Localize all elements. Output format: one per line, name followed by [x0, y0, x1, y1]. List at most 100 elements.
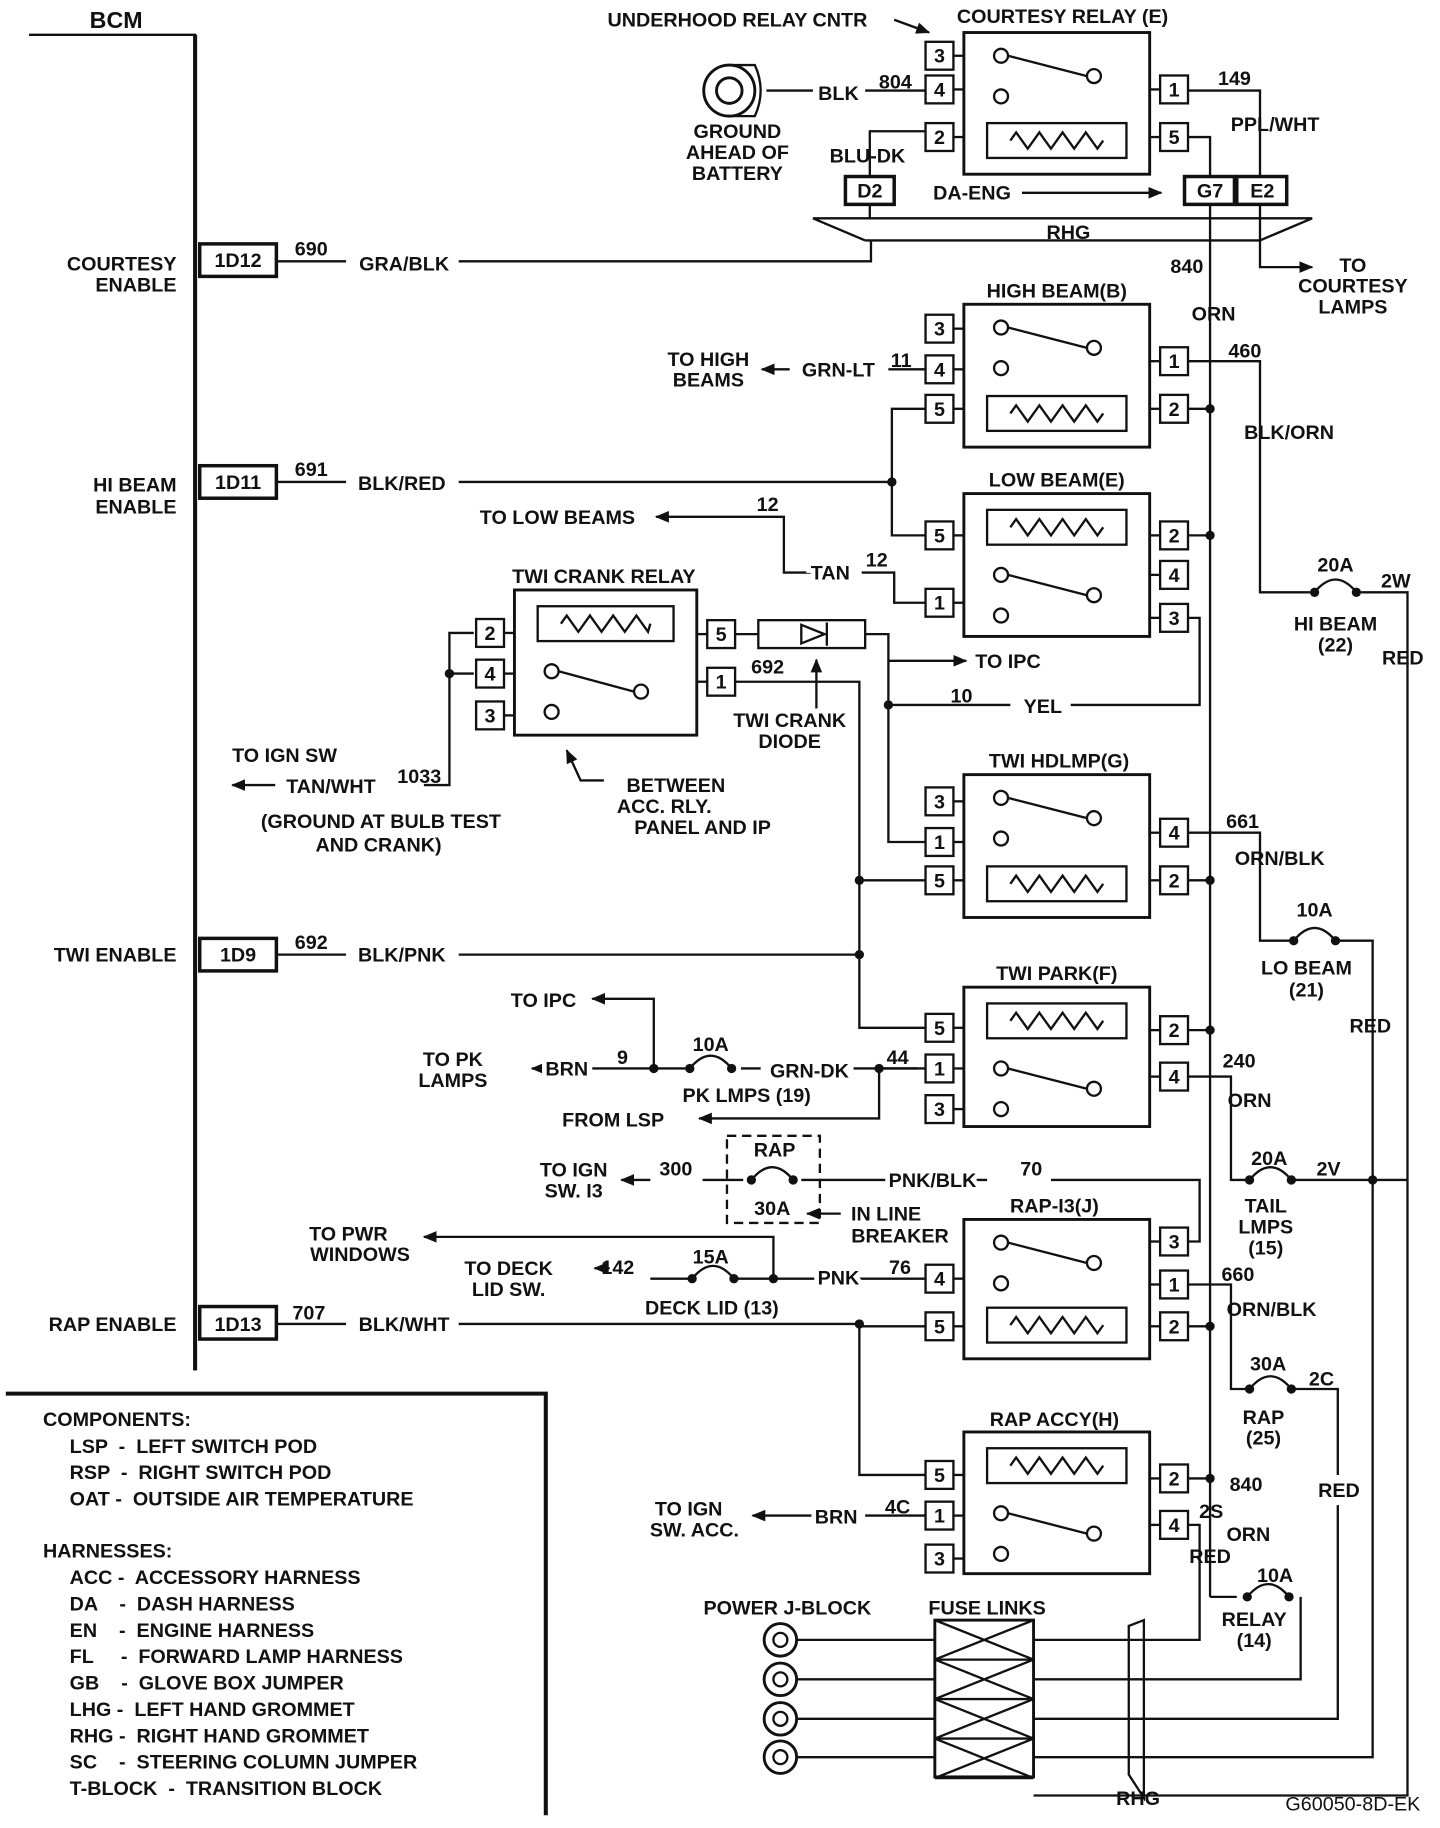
switch-contact	[992, 1505, 1010, 1522]
relay-pin-label: 2	[1169, 399, 1180, 421]
relay-pin-label: 2	[1169, 870, 1180, 892]
label-c9: 9	[617, 1047, 628, 1069]
relay-title: RAP-I3(J)	[1010, 1195, 1099, 1217]
legend-components-title: COMPONENTS:	[43, 1409, 191, 1431]
label-todeck2: LID SW.	[472, 1279, 545, 1301]
legend-harness-item: RHG - RIGHT HAND GROMMET	[70, 1725, 369, 1747]
relay-pin-label: 5	[934, 399, 945, 421]
label-c76: 76	[889, 1257, 911, 1279]
relay-coil-icon	[1009, 403, 1105, 424]
wire	[1291, 1387, 1339, 1475]
switch-arm	[1007, 573, 1088, 597]
fuse-terminal	[746, 1175, 756, 1185]
label-c149: 149	[1218, 68, 1251, 90]
fuse-icon	[1292, 926, 1337, 942]
label-between3: PANEL AND IP	[634, 817, 771, 839]
ground-lug	[729, 63, 762, 118]
relay-body	[962, 31, 1152, 176]
legend-harness-item: SC - STEERING COLUMN JUMPER	[70, 1752, 418, 1774]
switch-contact	[1085, 1254, 1103, 1272]
label-c300: 300	[659, 1158, 692, 1180]
wire	[1186, 831, 1292, 942]
wire	[1186, 1283, 1250, 1391]
wires	[29, 33, 1409, 1797]
connector	[1182, 174, 1237, 207]
junction-dot	[874, 1063, 884, 1074]
label-lobeam1: LO BEAM	[1261, 957, 1352, 979]
wire	[591, 992, 655, 1069]
relay-pin	[1158, 1226, 1190, 1257]
switch-contact	[992, 830, 1010, 847]
switch-contact	[992, 360, 1010, 377]
wire	[865, 632, 930, 844]
label-pplwht: PPL/WHT	[1231, 114, 1320, 136]
junction-dot	[1205, 404, 1215, 414]
wire	[890, 407, 930, 537]
label-pnk: PNK	[818, 1267, 860, 1289]
fuse-icon	[1248, 1375, 1293, 1390]
relay-pin-label: 3	[934, 319, 945, 341]
relay-coil-frame	[985, 1447, 1128, 1485]
fuse-terminal	[1284, 1592, 1294, 1602]
relay-pin-label: 2	[1169, 1020, 1180, 1042]
legend-harness-item: LHG - LEFT HAND GROMMET	[70, 1699, 355, 1721]
fuse-link	[934, 1619, 1034, 1661]
wire	[1186, 135, 1212, 177]
relay-pin	[924, 1311, 955, 1342]
junction-dot	[649, 1063, 659, 1074]
switch-arm	[1007, 54, 1088, 78]
junction-dot	[883, 700, 894, 710]
ground-icon-inner	[715, 76, 744, 105]
twi-crank-diode	[757, 619, 867, 650]
fuse-icon	[1246, 1582, 1290, 1598]
label-toign2b: SW. I3	[545, 1180, 603, 1202]
fuse-terminal	[1286, 1175, 1296, 1185]
label-c10: 10	[951, 686, 973, 708]
bcm-connector	[198, 936, 279, 973]
label-tail1: TAIL	[1245, 1195, 1287, 1217]
relay-body	[962, 1217, 1152, 1361]
label-tohigh2: BEAMS	[673, 370, 744, 392]
switch-contact	[543, 663, 560, 680]
relay-pin-label: 5	[1169, 127, 1180, 149]
label-daeng: DA-ENG	[933, 183, 1011, 205]
label-f10a-2: 10A	[693, 1034, 729, 1056]
label-toign1: TO IGN SW	[232, 745, 337, 767]
legend-harness-item: DA - DASH HARNESS	[70, 1593, 295, 1615]
label-rapf1: RAP	[1243, 1407, 1285, 1429]
label-twien: TWI ENABLE	[54, 945, 177, 967]
label-red4: RED	[1189, 1546, 1231, 1568]
fuse-terminal	[1286, 1384, 1296, 1394]
relay-pin-label: 4	[1169, 565, 1180, 587]
relay-body	[962, 492, 1152, 638]
label-pjblock: POWER J-BLOCK	[703, 1597, 871, 1619]
label-blkorn: BLK/ORN	[1244, 422, 1334, 444]
relay-pin-label: 1	[1169, 351, 1180, 373]
label-fromlsp: FROM LSP	[562, 1110, 664, 1132]
relay-pin-label: 5	[716, 624, 727, 646]
junction-dot	[854, 875, 864, 885]
label-c661: 661	[1226, 811, 1259, 833]
label-f30a-2: 30A	[1250, 1353, 1286, 1375]
power-terminal	[762, 1739, 799, 1775]
relay-pin-label: 3	[1169, 1231, 1180, 1253]
label-blkwht: BLK/WHT	[359, 1314, 450, 1336]
wire	[654, 511, 823, 574]
label-gnd3: BATTERY	[692, 163, 783, 185]
fuse-terminal	[687, 1274, 697, 1284]
relay-pin	[474, 658, 506, 689]
label-tail2: LMPS	[1238, 1216, 1293, 1238]
wire	[1050, 1178, 1201, 1243]
label-c1d9: 1D9	[220, 945, 256, 967]
label-toign3b: SW. ACC.	[650, 1519, 739, 1541]
label-g7: G7	[1197, 180, 1223, 202]
label-gnd2: AHEAD OF	[686, 142, 789, 164]
wire	[1033, 1179, 1409, 1797]
switch-contact	[1085, 67, 1103, 85]
label-topk1: TO PK	[423, 1049, 484, 1071]
relay-pin	[1158, 865, 1190, 896]
relay-pin-label: 3	[934, 46, 945, 68]
